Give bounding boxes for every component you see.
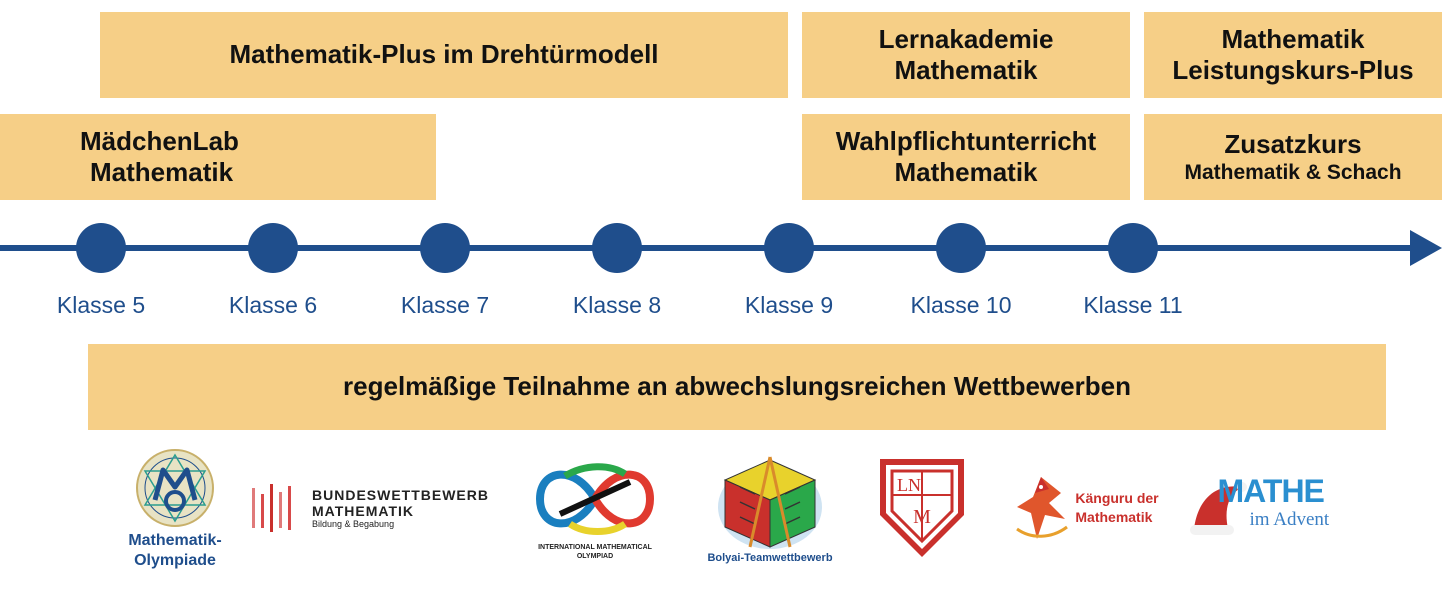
timeline-node	[764, 223, 814, 273]
imo-label: INTERNATIONAL MATHEMATICAL OLYMPIAD	[538, 544, 652, 560]
timeline	[0, 223, 1442, 273]
logo-mathematik-olympiade: Mathematik- Olympiade	[100, 440, 250, 575]
class-label: Klasse 7	[400, 292, 490, 318]
program-title-line2: Mathematik	[894, 55, 1038, 85]
bolyai-label: Bolyai-Teamwettbewerb	[707, 551, 833, 564]
timeline-node	[592, 223, 642, 273]
program-leistungskurs-plus: Mathematik Leistungskurs-Plus	[1144, 12, 1442, 98]
program-title-line2: Mathematik & Schach	[1184, 161, 1402, 184]
advent-main-text: MATHE	[1217, 472, 1325, 509]
class-label: Klasse 5	[56, 292, 146, 318]
lmn-shield-icon: LN M	[880, 459, 964, 557]
banner-text: regelmäßige Teilnahme an abwechslungsrei…	[343, 371, 1131, 402]
program-title-line1: Lernakademie	[878, 23, 1054, 54]
rubiks-cube-icon	[718, 456, 822, 549]
program-zusatzkurs: Zusatzkurs Mathematik & Schach	[1144, 114, 1442, 200]
program-title-line1: MädchenLab	[80, 125, 239, 156]
bundeswettbewerb-bars-icon	[252, 483, 291, 532]
kangaroo-icon	[1016, 476, 1069, 539]
program-title-line2: Leistungskurs-Plus	[1172, 55, 1414, 85]
olympiade-emblem-icon	[136, 448, 214, 527]
timeline-node	[76, 223, 126, 273]
program-title: Mathematik-Plus im Drehtürmodell	[229, 39, 659, 70]
program-title-line1: Wahlpflichtunterricht	[835, 125, 1097, 156]
timeline-nodes	[76, 223, 1158, 273]
logo-imo: INTERNATIONAL MATHEMATICAL OLYMPIAD	[525, 440, 665, 575]
advent-wordmark: MATHE im Advent	[1188, 473, 1343, 543]
lmn-bottom-letter: M	[913, 506, 931, 528]
olympiade-label: Mathematik- Olympiade	[128, 531, 222, 569]
logo-mathe-im-advent: MATHE im Advent	[1185, 440, 1345, 575]
program-lernakademie: Lernakademie Mathematik	[802, 12, 1130, 98]
imo-infinity-icon	[535, 463, 655, 536]
class-label: Klasse 10	[910, 292, 1012, 318]
logo-kaenguru: Känguru der Mathematik	[1010, 440, 1160, 575]
class-label: Klasse 11	[1083, 292, 1183, 318]
class-label: Klasse 6	[228, 292, 318, 318]
logo-lmn: LN M	[872, 440, 972, 575]
class-label: Klasse 8	[572, 292, 662, 318]
bundeswettbewerb-label: BUNDESWETTBEWERB MATHEMATIK Bildung & Be…	[312, 486, 489, 529]
program-title-line1: Zusatzkurs	[1224, 128, 1362, 159]
program-title-line1: Mathematik	[1221, 23, 1365, 54]
timeline-node	[248, 223, 298, 273]
logo-bundeswettbewerb: BUNDESWETTBEWERB MATHEMATIK Bildung & Be…	[250, 440, 505, 575]
program-mathematik-plus: Mathematik-Plus im Drehtürmodell	[100, 12, 788, 98]
kaenguru-label: Känguru der Mathematik	[1075, 490, 1159, 525]
program-title-line2: Mathematik	[894, 157, 1038, 187]
timeline-node	[936, 223, 986, 273]
program-maedchenlab: MädchenLab Mathematik	[0, 114, 436, 200]
timeline-arrowhead	[1410, 230, 1442, 266]
program-wahlpflicht: Wahlpflichtunterricht Mathematik	[802, 114, 1130, 200]
class-label: Klasse 9	[744, 292, 834, 318]
program-title-line2: Mathematik	[90, 157, 234, 187]
lmn-top-letters: LN	[897, 475, 921, 495]
timeline-node	[1108, 223, 1158, 273]
logo-bolyai: Bolyai-Teamwettbewerb	[695, 440, 845, 575]
santa-hat-icon	[1189, 481, 1247, 535]
advent-sub-text: im Advent	[1249, 508, 1330, 530]
timeline-node	[420, 223, 470, 273]
competitions-banner: regelmäßige Teilnahme an abwechslungsrei…	[88, 344, 1386, 430]
